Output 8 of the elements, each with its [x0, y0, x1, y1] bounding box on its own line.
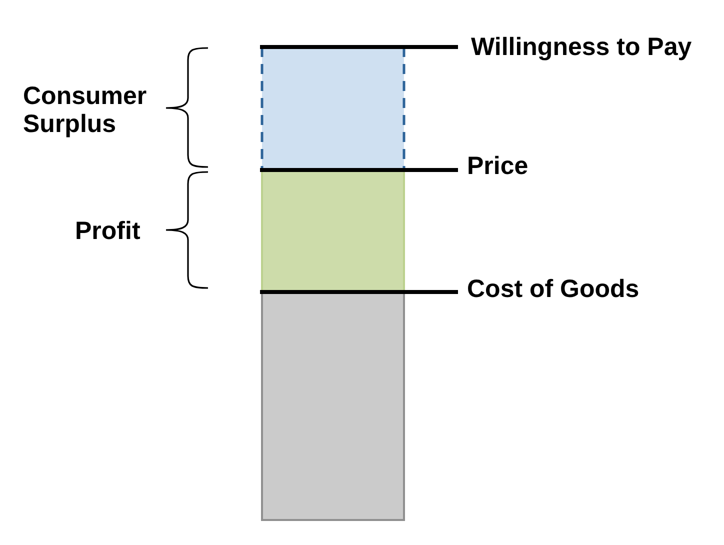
brace-label: Consumer Surplus — [23, 82, 147, 138]
level-label: Cost of Goods — [467, 275, 640, 303]
level-label: Price — [467, 152, 528, 180]
bottom-bar-segment — [261, 291, 405, 521]
brace-label: Profit — [75, 217, 140, 245]
level-label: Willingness to Pay — [471, 33, 692, 61]
dashed-bar-segment — [260, 47, 406, 170]
middle-bar-segment — [261, 169, 405, 293]
